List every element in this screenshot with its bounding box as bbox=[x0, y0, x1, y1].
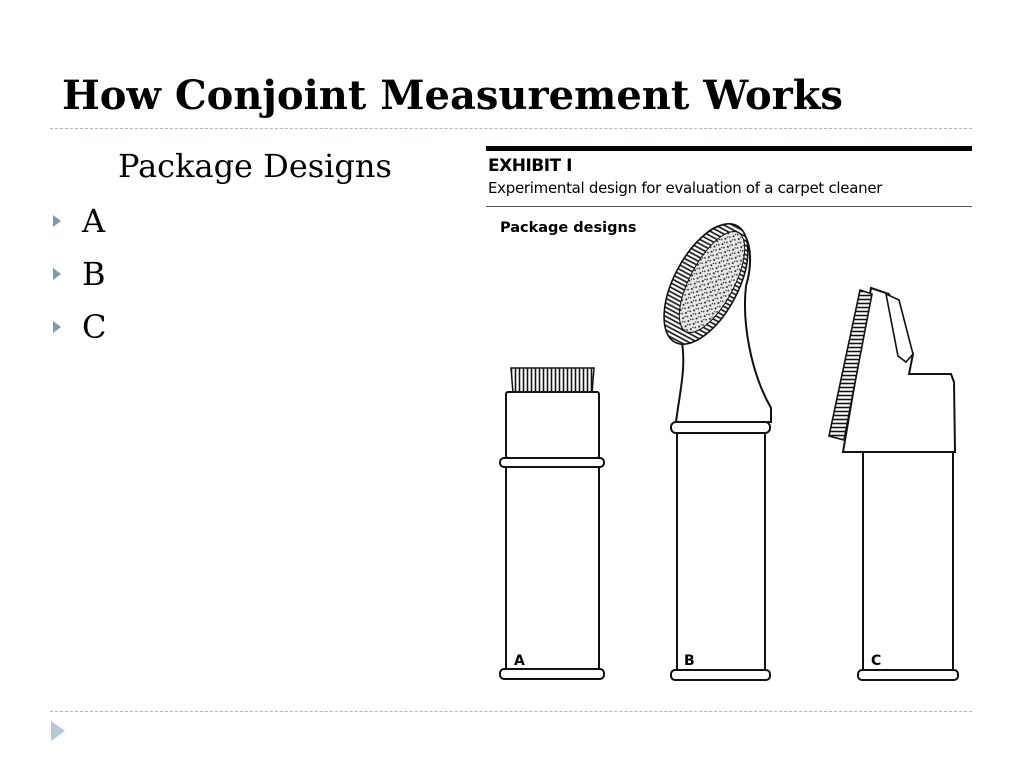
next-arrow-icon[interactable] bbox=[50, 720, 66, 746]
exhibit-subtitle: Package designs bbox=[500, 220, 637, 236]
exhibit-caption: Experimental design for evaluation of a … bbox=[488, 179, 883, 197]
subheading: Package Designs bbox=[118, 147, 392, 185]
package-label: B bbox=[684, 653, 695, 669]
bullet-text: B bbox=[82, 254, 106, 293]
package-c-drawing bbox=[828, 286, 959, 681]
triangle-bullet-icon bbox=[52, 267, 82, 281]
exhibit-figure: EXHIBIT I Experimental design for evalua… bbox=[486, 146, 972, 686]
triangle-bullet-icon bbox=[52, 214, 82, 228]
package-label: C bbox=[871, 653, 881, 669]
exhibit-top-bar bbox=[486, 146, 972, 151]
triangle-bullet-icon bbox=[52, 320, 82, 334]
bullet-text: A bbox=[82, 201, 106, 240]
package-b-drawing bbox=[663, 223, 772, 681]
list-item: C bbox=[52, 300, 106, 353]
list-item: A bbox=[52, 194, 106, 247]
package-label: A bbox=[514, 653, 525, 669]
exhibit-divider bbox=[486, 206, 972, 207]
title-divider bbox=[50, 128, 972, 129]
list-item: B bbox=[52, 247, 106, 300]
bullet-list: A B C bbox=[52, 194, 106, 353]
package-drawings: A B C bbox=[499, 223, 959, 681]
footer-divider bbox=[50, 711, 972, 712]
exhibit-label: EXHIBIT I bbox=[488, 156, 572, 176]
package-a-drawing bbox=[499, 367, 605, 680]
slide-title: How Conjoint Measurement Works bbox=[62, 72, 843, 119]
bullet-text: C bbox=[82, 307, 107, 346]
